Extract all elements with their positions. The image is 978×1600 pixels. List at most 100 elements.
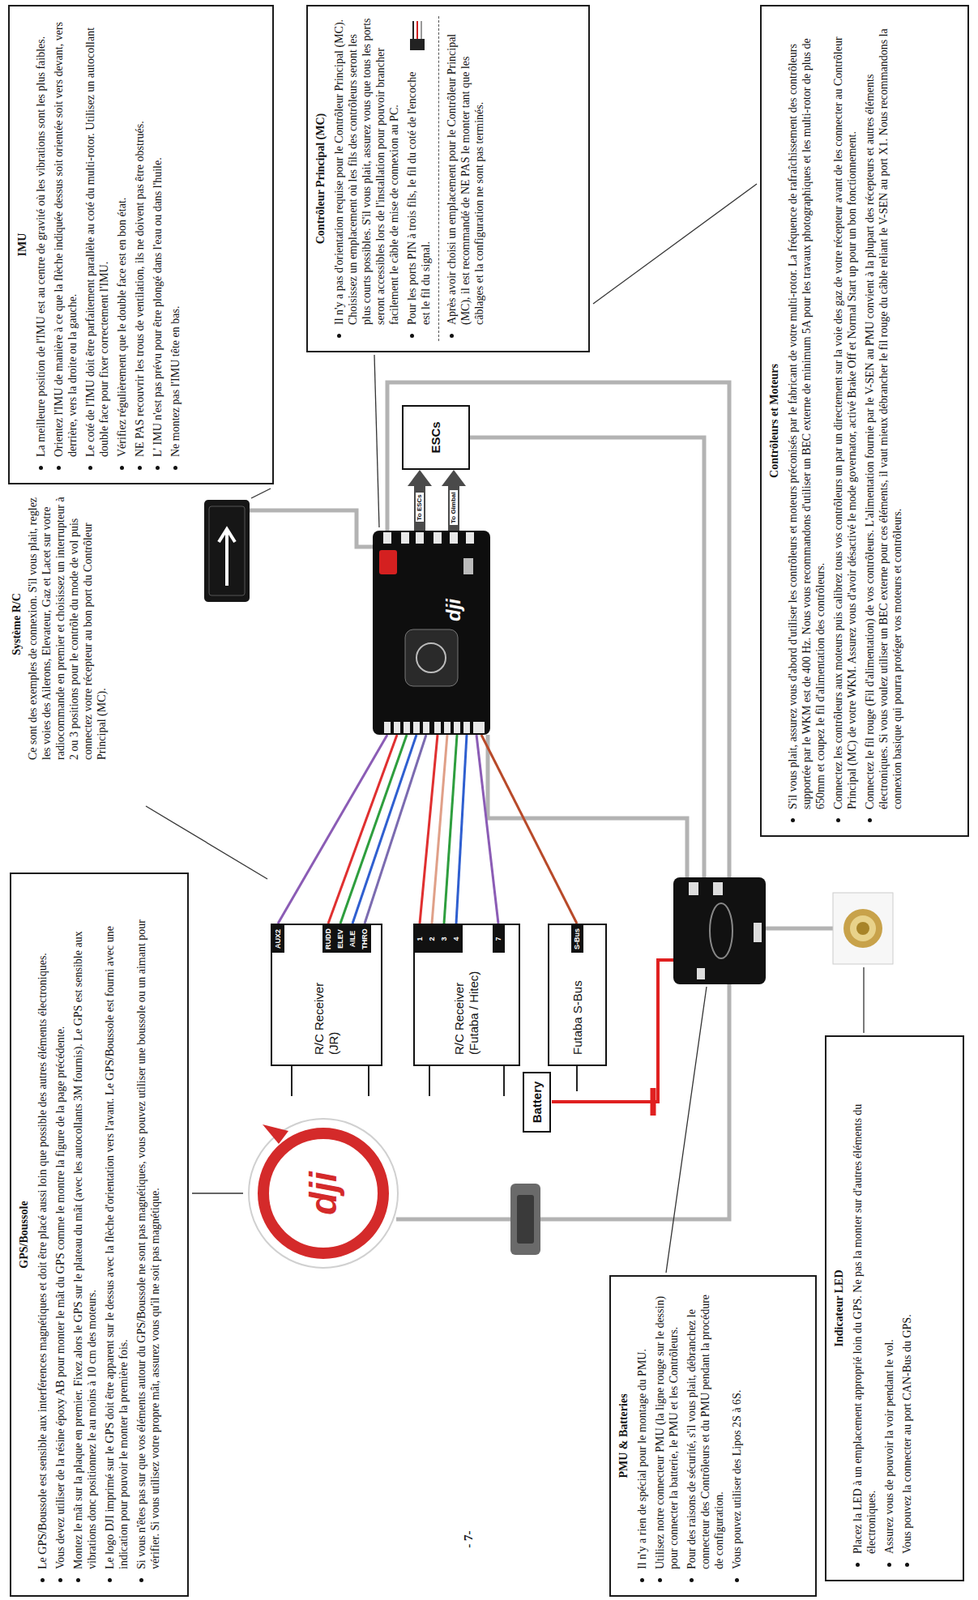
controller-pin [433, 532, 442, 544]
imu-unit [204, 499, 250, 603]
led-base [832, 892, 893, 965]
connector-core [516, 1195, 534, 1244]
battery-box: Battery [522, 1071, 551, 1133]
block-arrow [407, 469, 432, 531]
signal-wire [456, 734, 467, 924]
pin-label: THRO [358, 925, 372, 953]
cable [249, 510, 373, 547]
note-bullet: Connectez le fil rouge (Fil d'alimentati… [862, 16, 905, 826]
note-heading: PMU & Batteries [616, 1286, 631, 1586]
controller-pin [401, 532, 410, 544]
wire-line [481, 734, 577, 924]
esc-motor-note-box: Contrôleurs et MoteursS'il vous plait, a… [760, 4, 970, 838]
note-heading: Indicateur LED [832, 1046, 846, 1571]
box-label: ESCs [428, 421, 444, 453]
note-bullet: Si vous n'êtes pas sur que vos éléments … [134, 884, 163, 1586]
pmu-port [688, 882, 699, 896]
pmu-unit [673, 877, 766, 985]
pin-label: S-Bus [571, 925, 584, 953]
pmu-logo [709, 903, 733, 959]
pin-label: 2 [426, 925, 439, 953]
controller-pin [449, 532, 458, 544]
page-number: - 7- [461, 1511, 476, 1568]
leader-line [593, 183, 757, 304]
mc-note-box: Contrôleur Principal (MC)Il n'y a pas d'… [306, 4, 590, 353]
note-bullet: Le logo DJI imprimé sur le GPS doit être… [102, 884, 131, 1586]
arrow-label: To Gimbal [449, 490, 458, 526]
receiver-label: R/C Receiver (Futaba / Hitec) [452, 960, 482, 1055]
pin-label: 1 [414, 925, 427, 953]
arrow-label: To ESCs [415, 492, 424, 522]
section-heading: Système R/C [9, 488, 24, 761]
receiver-box: R/C Receiver (Futaba / Hitec)12347 [413, 923, 521, 1067]
note-bullet: S'il vous plait, assurez vous d'abord d'… [785, 16, 828, 826]
signal-wire [277, 734, 388, 924]
controller-pin [453, 721, 461, 734]
logo-plate [405, 629, 458, 687]
controller-pin [393, 721, 401, 734]
brand-logo: dji [301, 1116, 346, 1271]
brand-logo: dji [442, 598, 466, 622]
note-heading: Contrôleurs et Moteurs [767, 16, 782, 826]
note-bullet: Montez le mât sur la plaque en premier. … [71, 884, 99, 1586]
led-note-box: Indicateur LEDPlacez la LED à un emplace… [824, 1035, 965, 1582]
pmu-port [753, 922, 762, 943]
imu-arrow [218, 529, 235, 586]
note-bullet: Le GPS/Boussole est sensible aux interfé… [35, 884, 50, 1586]
wire [412, 21, 415, 39]
receiver-label: Futaba S-Bus [570, 980, 586, 1055]
arrow-head [407, 469, 432, 487]
controller-body [372, 530, 491, 735]
controller-pin [403, 721, 410, 734]
can-port [379, 550, 398, 575]
note-bullet: Le coté de l'IMU doit être parfaitement … [83, 16, 112, 474]
wire-line [277, 734, 388, 924]
section-note: Ce sont des exemples de connexion. S'il … [25, 488, 109, 761]
pmu-port [713, 882, 723, 896]
gps-note-box: GPS/Boussole Le GPS/Boussole est sensible… [9, 872, 189, 1598]
note-bullet: Vous pouvez utiliser des Lipos 2S à 6S. [730, 1286, 744, 1586]
wire [420, 21, 423, 39]
receiver-label: R/C Receiver (JR) [311, 960, 342, 1055]
wire-line [456, 734, 467, 924]
led-lens [849, 915, 876, 942]
pin-label: 7 [492, 925, 505, 953]
cable [469, 437, 705, 878]
leader-line [145, 806, 268, 880]
led-unit [832, 892, 893, 965]
signal-wire [364, 734, 427, 924]
pin-label: ELEV [334, 925, 347, 953]
cable [765, 926, 835, 932]
note-bullet: Utilisez notre connecteur PMU (la ligne … [653, 1286, 681, 1586]
receiver-box: Futaba S-Bus S-Bus [547, 923, 607, 1067]
power-cable [551, 960, 674, 1102]
controller-pin [463, 721, 470, 734]
note-bullet: La meilleure position de l'IMU est au ce… [34, 16, 48, 474]
leader-line [251, 488, 271, 499]
leader-line [862, 967, 864, 1034]
controller-pin [383, 532, 392, 544]
note-bullet: Il n'y a pas d'orientation requise pour … [332, 16, 402, 342]
wire-line [352, 734, 417, 924]
note-bullet: NE PAS recouvrir les trous de ventilatio… [132, 16, 147, 474]
note-bullet: Vous pouvez la connecter au port CAN-Bus… [900, 1046, 914, 1571]
pmu-port [696, 968, 705, 980]
led-core [856, 922, 870, 936]
gps-connector [510, 1183, 541, 1256]
pin-label: AUX2 [272, 925, 285, 953]
imu-body [204, 499, 250, 603]
imu-frame [209, 506, 245, 596]
controller-pin [465, 532, 475, 544]
note-bullet: Ne montez pas l'IMU tête en bas. [168, 16, 183, 474]
signal-wire [481, 734, 577, 924]
wire-line [444, 734, 457, 924]
gps-compass-puck: dji [244, 1116, 403, 1271]
note-bullet: L' IMU n'est pas prévu pour être plongé … [150, 16, 165, 474]
note-bullet: Pour des raisons de sécurité, s'il vous … [684, 1286, 727, 1586]
cable [387, 382, 730, 878]
note-heading: GPS/Boussole [17, 884, 31, 1586]
bullet-row: Pour les ports PIN à trois fils, le fil … [405, 16, 433, 342]
note-bullet: Vous devez utiliser de la résine époxy A… [53, 884, 68, 1586]
